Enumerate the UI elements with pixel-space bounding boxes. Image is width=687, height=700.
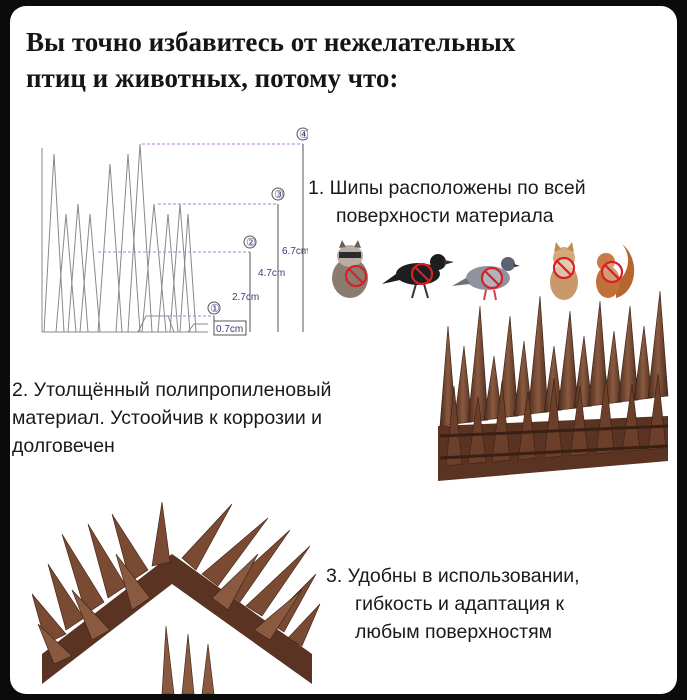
feature-1-line-2: поверхности материала (336, 205, 554, 227)
raccoon-icon (332, 240, 368, 298)
headline-line-2: птиц и животных, потому что: (26, 63, 399, 93)
marker-3: ③ (274, 189, 284, 201)
spike-strip-image (438, 290, 669, 481)
feature-3: 3. Удобны в использовании, гибкость и ад… (326, 562, 580, 646)
feature-1: 1. Шипы расположены по всей поверхности … (308, 174, 586, 230)
feature-2-line-2: материал. Устоойчив к коррозии и (12, 407, 323, 429)
height-label-3: 4.7cm (258, 268, 285, 279)
marker-1: ① (210, 303, 220, 315)
height-label-2: 2.7cm (232, 292, 259, 303)
marker-2: ② (246, 237, 256, 249)
dimension-arrows (213, 144, 304, 332)
feature-3-line-1: 3. Удобны в использовании, (326, 565, 580, 587)
feature-1-line-1: 1. Шипы расположены по всей (308, 177, 586, 199)
headline-line-1: Вы точно избавитесь от нежелательных (26, 27, 516, 57)
dimension-guides (98, 143, 303, 317)
cat-icon (550, 242, 578, 300)
feature-2-line-1: 2. Утолщённый полипропиленовый (12, 379, 332, 401)
marker-4: ④ (299, 129, 308, 141)
headline: Вы точно избавитесь от нежелательных пти… (26, 24, 666, 96)
height-markers: ① ② ③ ④ (207, 127, 308, 315)
height-label-4: 6.7cm (282, 246, 308, 257)
pigeon-icon (452, 257, 520, 301)
feature-3-line-2: гибкость и адаптация к (355, 593, 565, 615)
squirrel-icon (596, 244, 635, 298)
spike-height-diagram: ① ② ③ ④ 0.7cm 2.7cm 4.7cm 6.7cm (41, 127, 308, 336)
feature-2: 2. Утолщённый полипропиленовый материал.… (12, 376, 331, 460)
spike-outlines (41, 143, 208, 333)
feature-3-line-3: любым поверхностям (355, 621, 553, 643)
product-card: Вы точно избавитесь от нежелательных пти… (10, 6, 677, 694)
height-labels: 0.7cm 2.7cm 4.7cm 6.7cm (213, 246, 308, 336)
flexible-spike-strip-image (32, 501, 321, 694)
feature-2-line-3: долговечен (12, 435, 115, 457)
crow-icon (382, 254, 454, 299)
prohibited-animals (332, 240, 635, 301)
height-label-1: 0.7cm (216, 324, 243, 335)
